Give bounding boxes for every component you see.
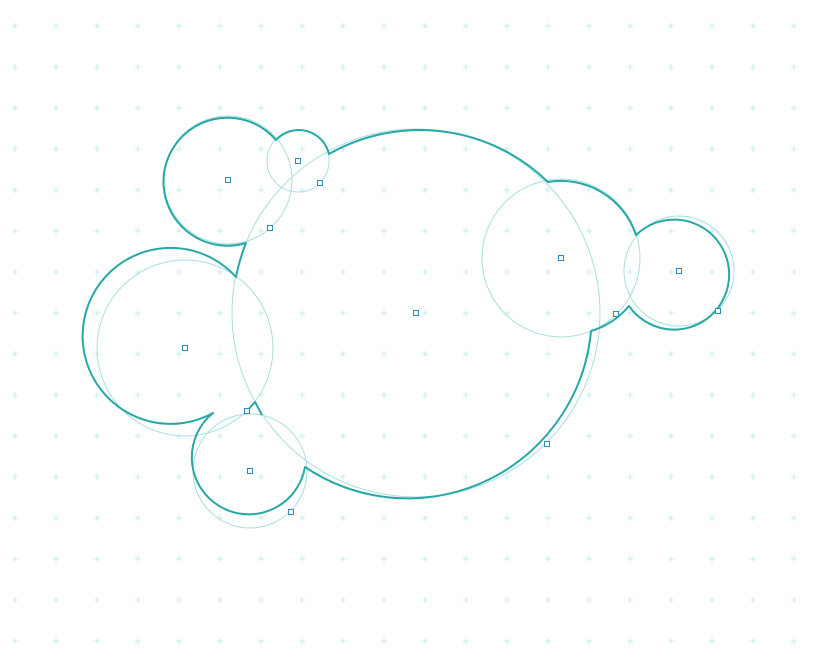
- outline-left-cluster[interactable]: [81, 116, 731, 516]
- radius-handle-bottom[interactable]: [288, 509, 294, 515]
- center-handle-right[interactable]: [558, 255, 564, 261]
- circle-far-right[interactable]: [623, 215, 735, 327]
- circle-main[interactable]: [231, 128, 601, 498]
- radius-handle-top-small[interactable]: [317, 180, 323, 186]
- control-handles: [182, 158, 721, 515]
- background-grid: [12, 23, 797, 644]
- center-handle-left[interactable]: [182, 345, 188, 351]
- center-handle-far-right[interactable]: [676, 268, 682, 274]
- radius-handle-top-left[interactable]: [267, 225, 273, 231]
- radius-handle-right[interactable]: [613, 311, 619, 317]
- union-outline: [81, 116, 731, 516]
- circle-left[interactable]: [96, 259, 274, 437]
- radius-handle-left[interactable]: [244, 408, 250, 414]
- center-handle-bottom[interactable]: [247, 468, 253, 474]
- center-handle-top-left[interactable]: [225, 177, 231, 183]
- radius-handle-far-right[interactable]: [715, 308, 721, 314]
- center-handle-top-small[interactable]: [295, 158, 301, 164]
- center-handle-main[interactable]: [413, 310, 419, 316]
- circle-right[interactable]: [481, 178, 641, 338]
- radius-handle-main[interactable]: [544, 441, 550, 447]
